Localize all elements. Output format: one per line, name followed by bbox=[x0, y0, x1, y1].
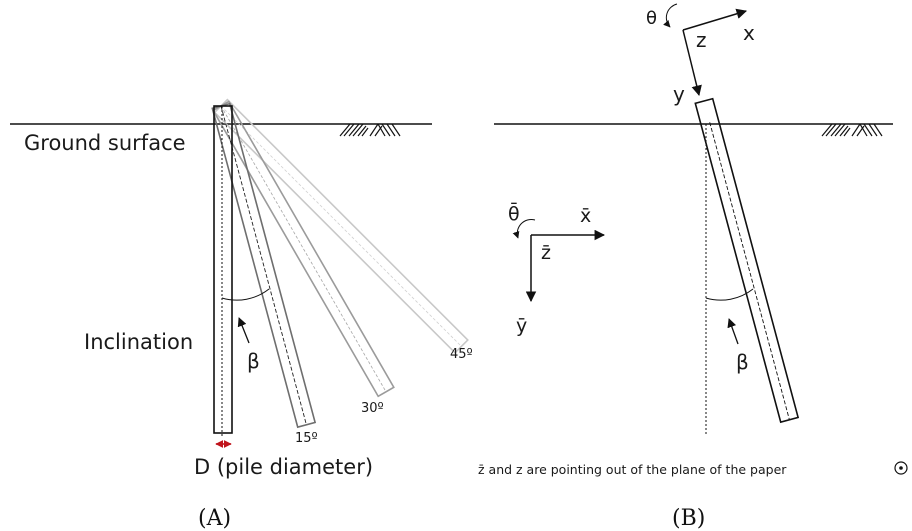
angle-label-30: 30º bbox=[361, 401, 384, 416]
pile-15 bbox=[211, 102, 317, 429]
global-x-label: x̄ bbox=[580, 205, 591, 227]
soil-hatch-a bbox=[339, 123, 401, 137]
beta-arrow-b bbox=[727, 318, 739, 345]
inclination-arc-a bbox=[221, 288, 270, 301]
beta-label-b: β bbox=[736, 350, 749, 374]
out-of-plane-note: z̄ and z are pointing out of the plane o… bbox=[478, 462, 787, 477]
global-y-label: ȳ bbox=[516, 315, 527, 337]
beta-arrow-a bbox=[237, 317, 250, 344]
local-x-label: x bbox=[743, 21, 755, 45]
caption-b: (B) bbox=[672, 506, 705, 531]
panel-b: β θ z x y θ̄ x̄ z̄ ȳ z̄ and z are pointi… bbox=[478, 3, 908, 531]
pile-vertical bbox=[213, 105, 233, 436]
soil-hatch-b bbox=[821, 123, 883, 137]
beta-label-a: β bbox=[247, 349, 260, 373]
global-z-label: z̄ bbox=[541, 242, 551, 264]
global-theta-label: θ̄ bbox=[508, 201, 520, 225]
pile-inclined-b bbox=[694, 97, 800, 424]
local-theta-label: θ bbox=[646, 8, 657, 29]
caption-a: (A) bbox=[198, 506, 231, 531]
panel-a: Ground surface Inclination β 15º 30º 45º… bbox=[10, 98, 473, 531]
out-of-plane-icon bbox=[894, 461, 908, 475]
angle-label-15: 15º bbox=[295, 431, 318, 446]
inclination-arc-b bbox=[705, 288, 754, 301]
local-z-label: z bbox=[696, 28, 707, 52]
diameter-label: D (pile diameter) bbox=[194, 455, 373, 479]
global-axes: θ̄ x̄ z̄ ȳ bbox=[508, 201, 606, 337]
ground-surface-label: Ground surface bbox=[24, 131, 186, 155]
angle-label-45: 45º bbox=[450, 347, 473, 362]
inclination-label: Inclination bbox=[84, 330, 193, 354]
local-y-label: y bbox=[673, 82, 685, 106]
local-axes: θ z x y bbox=[646, 3, 755, 106]
